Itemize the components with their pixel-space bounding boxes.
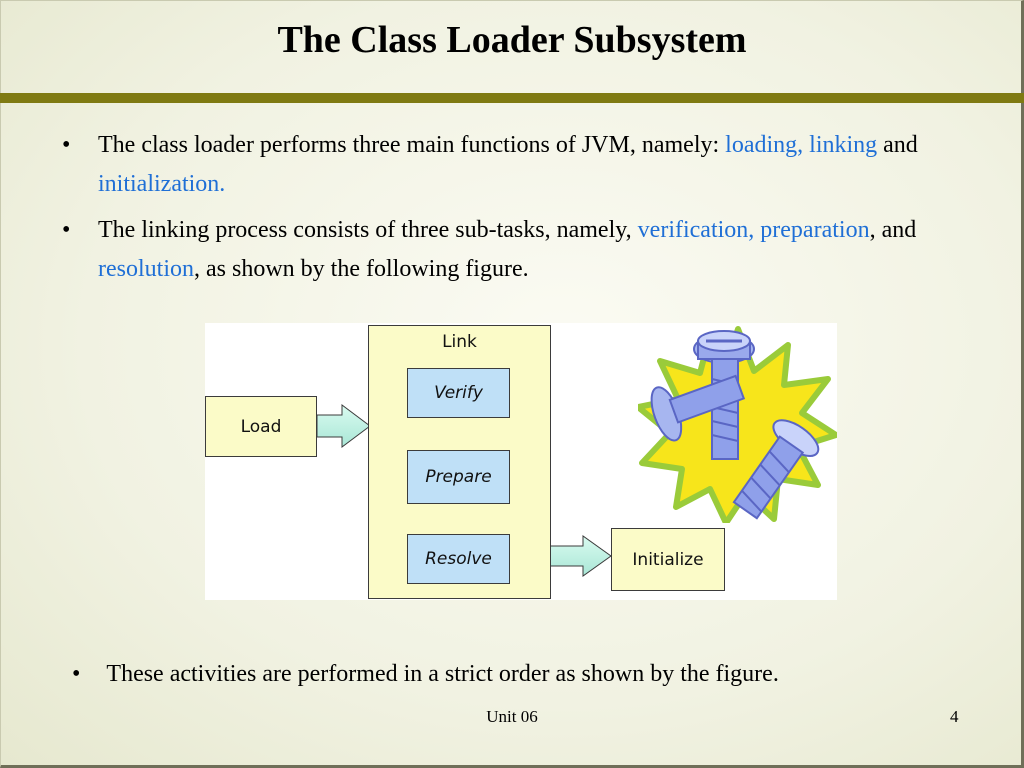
class-loader-diagram: Load Link Verify Prepare Resolve Initial… (205, 323, 837, 600)
highlight-term: loading, linking (725, 132, 878, 158)
bolts-clipart-icon (638, 326, 837, 523)
link-label: Link (442, 332, 477, 352)
bottom-bullet: • These activities are performed in a str… (72, 656, 779, 692)
load-box: Load (205, 396, 317, 457)
resolve-box: Resolve (407, 534, 510, 584)
bullet-marker: • (62, 217, 71, 243)
arrow-load-to-link (316, 404, 371, 448)
prepare-box: Prepare (407, 450, 510, 504)
verify-label: Verify (434, 383, 483, 403)
verify-box: Verify (407, 368, 510, 418)
initialize-label: Initialize (632, 549, 704, 570)
bullet-text: The linking process consists of three su… (98, 217, 917, 282)
highlight-term: resolution (98, 256, 194, 282)
resolve-label: Resolve (425, 549, 492, 569)
footer-unit: Unit 06 (486, 707, 538, 726)
page-number: 4 (950, 707, 959, 726)
bullet-list: • The class loader performs three main f… (62, 126, 962, 296)
bullet-item: • The linking process consists of three … (62, 211, 962, 289)
bullet-marker: • (72, 661, 81, 687)
bullet-text: The class loader performs three main fun… (98, 132, 918, 197)
prepare-label: Prepare (425, 467, 492, 487)
arrow-link-to-initialize (548, 535, 612, 577)
title-divider (0, 93, 1024, 103)
bottom-bullet-text: These activities are performed in a stri… (106, 661, 779, 687)
bullet-item: • The class loader performs three main f… (62, 126, 962, 204)
bullet-marker: • (62, 132, 71, 158)
highlight-term: initialization. (98, 171, 226, 197)
highlight-term: verification, preparation (637, 217, 870, 243)
load-label: Load (240, 416, 282, 437)
slide-title: The Class Loader Subsystem (277, 19, 747, 61)
initialize-box: Initialize (611, 528, 725, 591)
